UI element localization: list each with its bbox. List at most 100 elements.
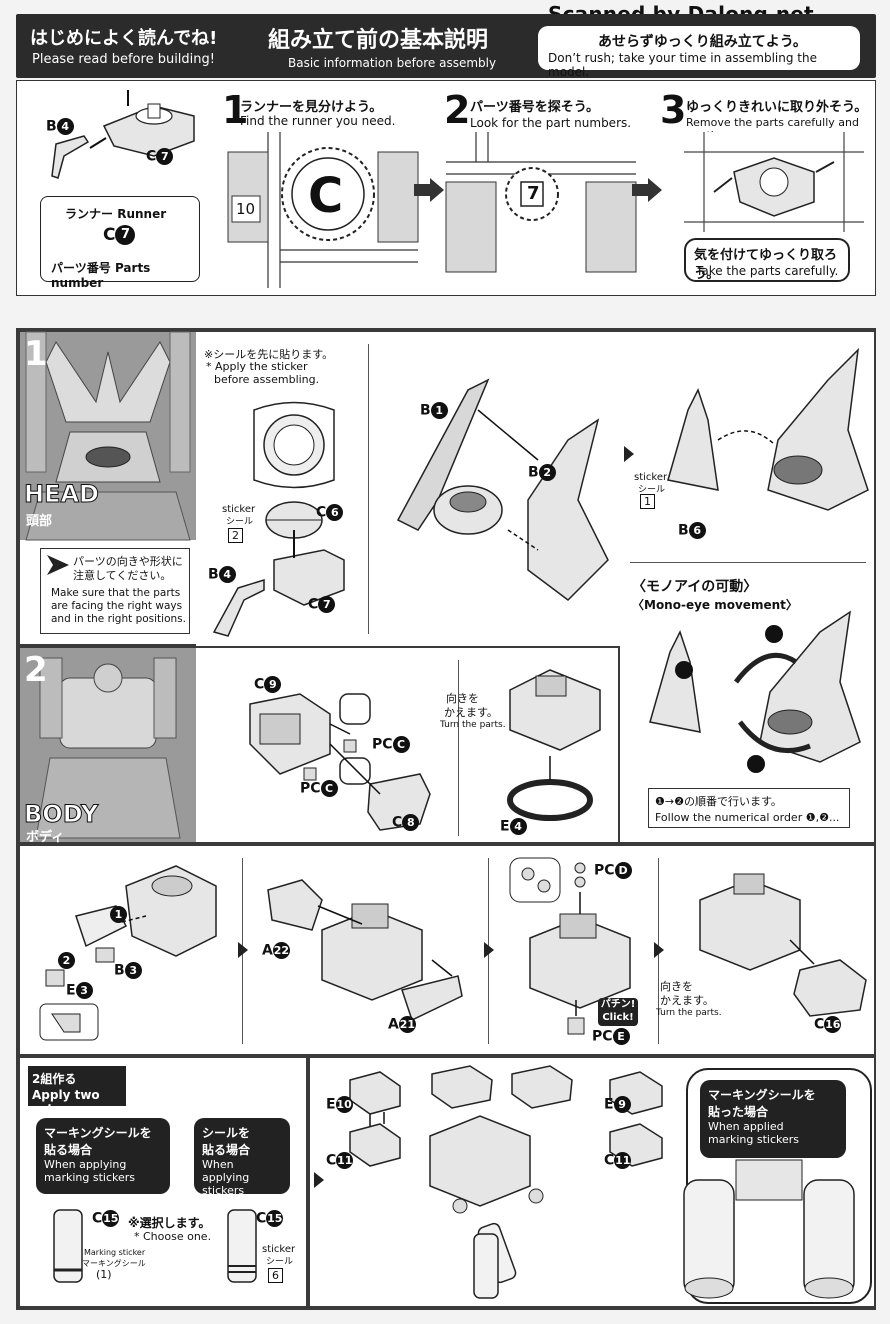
read-title-en: Please read before building! <box>32 52 215 67</box>
rule-jp: あせらずゆっくり組み立てよう。 <box>598 34 807 50</box>
order-note-box: ❶→❷の順番で行います。 Follow the numerical order … <box>648 788 850 828</box>
sticker-label-jp: シール <box>226 517 254 527</box>
mono-eye-title-en: 〈Mono-eye movement〉 <box>632 598 798 612</box>
arrow-right-icon <box>624 446 634 462</box>
parts-number-illustration <box>445 132 637 288</box>
arrow-right-icon <box>484 942 494 958</box>
turn2-en: Turn the parts. <box>656 1008 722 1018</box>
arrow-right-icon <box>654 942 664 958</box>
head-step-number: 1 <box>24 334 48 374</box>
apply-two-sets-badge: 2組作る Apply two sets. <box>28 1066 126 1116</box>
choose-jp: ※選択します。 <box>128 1216 211 1230</box>
body-pc-assembly-illustration <box>509 857 631 1035</box>
head-hero-image <box>20 331 196 541</box>
sticker-option: シールを 貼る場合 When applying stickers <box>194 1118 290 1197</box>
part-c15-label-1: C15 <box>92 1210 120 1227</box>
parts-jp: パーツ番号 <box>51 261 111 275</box>
mark-jp-2: 貼る場合 <box>44 1143 93 1157</box>
warning-icon <box>47 555 69 575</box>
body-title-en: BODY <box>23 800 99 829</box>
sets-jp: 2組作る <box>32 1072 77 1086</box>
sticker-1-tag: 1 <box>640 490 655 509</box>
intro-step1-en: Find the runner you need. <box>240 114 396 128</box>
intro-step2-jp: パーツ番号を探そう。 <box>470 100 599 115</box>
turn-jp-1: 向きを <box>446 692 479 705</box>
mark-en-2: marking stickers <box>44 1171 136 1184</box>
body-front-assembly-illustration <box>39 865 217 1041</box>
leg-assembly-illustration <box>349 1065 663 1299</box>
order-note-en: Follow the numerical order ❶,❷... <box>655 811 840 824</box>
body-side-armor-illustration <box>267 879 463 1022</box>
divider <box>368 344 369 634</box>
turn-jp-2: かえます。 <box>444 706 498 719</box>
body-hero-image <box>20 648 196 842</box>
careful-box: 気を付けてゆっくり取ろう。 Take the parts carefully. <box>684 238 850 282</box>
choose-en: * Choose one. <box>134 1230 212 1243</box>
part-c11-label-1: C11 <box>326 1152 354 1169</box>
arrow-right-icon <box>314 1172 324 1188</box>
divider <box>458 660 459 836</box>
warning-en-1: Make sure that the parts <box>51 587 181 599</box>
divider <box>630 562 866 563</box>
warning-en-2: are facing the right ways <box>51 600 183 612</box>
parts-en: Parts number <box>51 261 151 290</box>
mark-en-1: When applying <box>44 1158 127 1171</box>
intro-step2-en: Look for the part numbers. <box>470 116 632 130</box>
part-a22-label: A22 <box>262 942 290 959</box>
sticker-2-tag: 2 <box>228 524 243 543</box>
sticker-label-3: sticker <box>634 472 668 483</box>
part-a21-label: A21 <box>388 1016 416 1033</box>
warning-box: パーツの向きや形状に 注意してください。 Make sure that the … <box>40 548 190 634</box>
body-core-assembly-illustration <box>249 693 431 831</box>
marking-sticker-jp: マーキングシール <box>82 1259 146 1268</box>
sticker-first-en-2: before assembling. <box>214 373 320 386</box>
sticker-first-en-1: * Apply the sticker <box>206 360 308 373</box>
warning-jp-1: パーツの向きや形状に <box>73 555 183 568</box>
part-c15-label-2: C15 <box>256 1210 284 1227</box>
basic-title-en: Basic information before assembly <box>288 56 497 70</box>
mono-eye-title-jp: 〈モノアイの可動〉 <box>632 579 758 595</box>
marking-sticker-1: (1) <box>96 1268 112 1281</box>
order-note-jp: ❶→❷の順番で行います。 <box>655 795 782 808</box>
warning-en-3: and in the right positions. <box>51 613 186 625</box>
stick-jp-1: シールを <box>202 1126 251 1140</box>
applied-marking-label: マーキングシールを 貼った場合 When applied marking sti… <box>700 1080 846 1158</box>
sticker-label-legs: sticker <box>262 1244 296 1255</box>
applied-en-1: When applied <box>708 1120 784 1133</box>
careful-jp: 気を付けてゆっくり取ろう。 <box>694 248 838 282</box>
step-1-marker: 1 <box>110 904 127 923</box>
sticker-label: sticker <box>222 504 256 515</box>
read-title-jp: はじめによく読んでね! <box>30 28 218 49</box>
waist-ring-illustration <box>507 669 601 821</box>
turn2-jp-1: 向きを <box>660 980 693 993</box>
stick-en-2: stickers <box>202 1184 245 1197</box>
sticker-6-tag: 6 <box>268 1264 283 1283</box>
head-title-jp: 頭部 <box>26 514 53 529</box>
runner-jp: ランナー <box>65 207 114 221</box>
turn2-jp-2: かえます。 <box>660 994 714 1007</box>
runner-illustration <box>227 132 419 288</box>
intro-step1-number: 1 <box>222 88 249 132</box>
mono-eye-sticker-illustration <box>253 401 345 606</box>
click-jp: パチン! <box>600 999 636 1010</box>
rule-box: あせらずゆっくり組み立てよう。 Don’t rush; take your ti… <box>538 26 860 79</box>
step-2-marker: 2 <box>58 950 75 969</box>
body-step-number: 2 <box>24 650 48 690</box>
part-number-tag: 7 <box>527 183 540 204</box>
